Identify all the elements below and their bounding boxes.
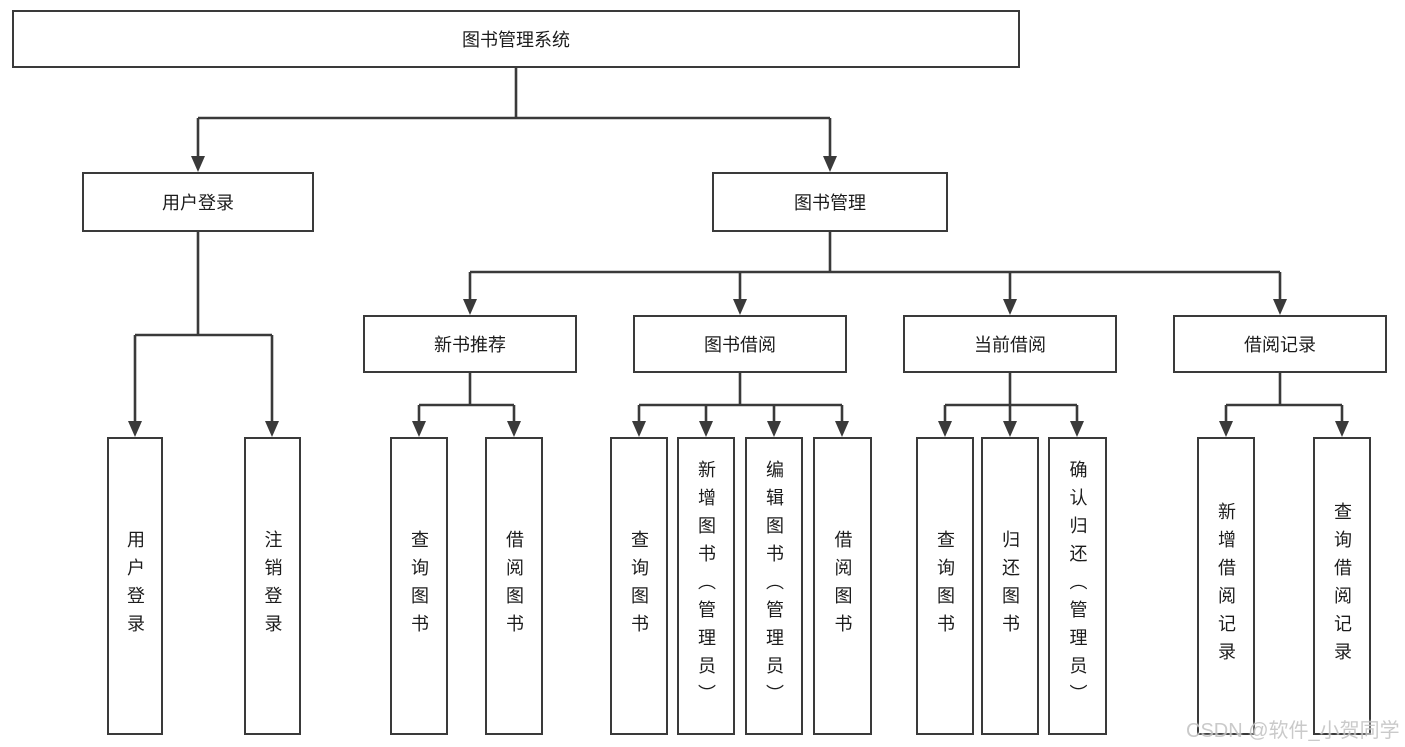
node-label: 查询图书 <box>409 530 429 642</box>
node-label: 图书借阅 <box>704 335 776 355</box>
csdn-watermark: CSDN @软件_小贺同学 <box>1186 720 1400 742</box>
leaf-confirm-return-admin: 确认归还（管理员） <box>1048 437 1107 735</box>
node-library-system: 图书管理系统 <box>12 10 1020 68</box>
node-label: 查询图书 <box>629 530 649 642</box>
node-label: 借阅图书 <box>832 530 853 642</box>
node-label: 图书管理系统 <box>462 30 570 50</box>
node-label: 图书管理 <box>794 193 866 213</box>
node-label: 当前借阅 <box>974 335 1046 355</box>
node-book-borrowing: 图书借阅 <box>633 315 847 373</box>
node-label: 用户登录 <box>125 530 145 642</box>
node-label: 用户登录 <box>162 193 234 213</box>
node-label: 新增借阅记录 <box>1216 502 1236 670</box>
node-book-management: 图书管理 <box>712 172 948 232</box>
node-user-login: 用户登录 <box>82 172 314 232</box>
leaf-query-borrow-record: 查询借阅记录 <box>1313 437 1371 735</box>
leaf-query-books-borrowing: 查询图书 <box>610 437 668 735</box>
node-label: 借阅图书 <box>504 530 524 642</box>
node-current-borrowing: 当前借阅 <box>903 315 1117 373</box>
leaf-logout: 注销登录 <box>244 437 301 735</box>
node-label: 确认归还（管理员） <box>1067 460 1088 712</box>
leaf-return-books: 归还图书 <box>981 437 1039 735</box>
leaf-add-borrow-record: 新增借阅记录 <box>1197 437 1255 735</box>
leaf-add-books-admin: 新增图书（管理员） <box>677 437 735 735</box>
node-label: 新增图书（管理员） <box>696 460 716 712</box>
leaf-borrow-books: 借阅图书 <box>813 437 872 735</box>
leaf-query-books-current: 查询图书 <box>916 437 974 735</box>
node-label: 借阅记录 <box>1244 335 1316 355</box>
node-borrowing-records: 借阅记录 <box>1173 315 1387 373</box>
node-new-book-recommend: 新书推荐 <box>363 315 577 373</box>
leaf-borrow-books-recommend: 借阅图书 <box>485 437 543 735</box>
node-label: 归还图书 <box>1000 530 1020 642</box>
leaf-edit-books-admin: 编辑图书（管理员） <box>745 437 803 735</box>
node-label: 查询图书 <box>935 530 955 642</box>
node-label: 注销登录 <box>262 530 283 642</box>
node-label: 新书推荐 <box>434 335 506 355</box>
node-label: 编辑图书（管理员） <box>764 460 784 712</box>
node-label: 查询借阅记录 <box>1332 502 1352 670</box>
leaf-query-books-recommend: 查询图书 <box>390 437 448 735</box>
leaf-user-login: 用户登录 <box>107 437 163 735</box>
